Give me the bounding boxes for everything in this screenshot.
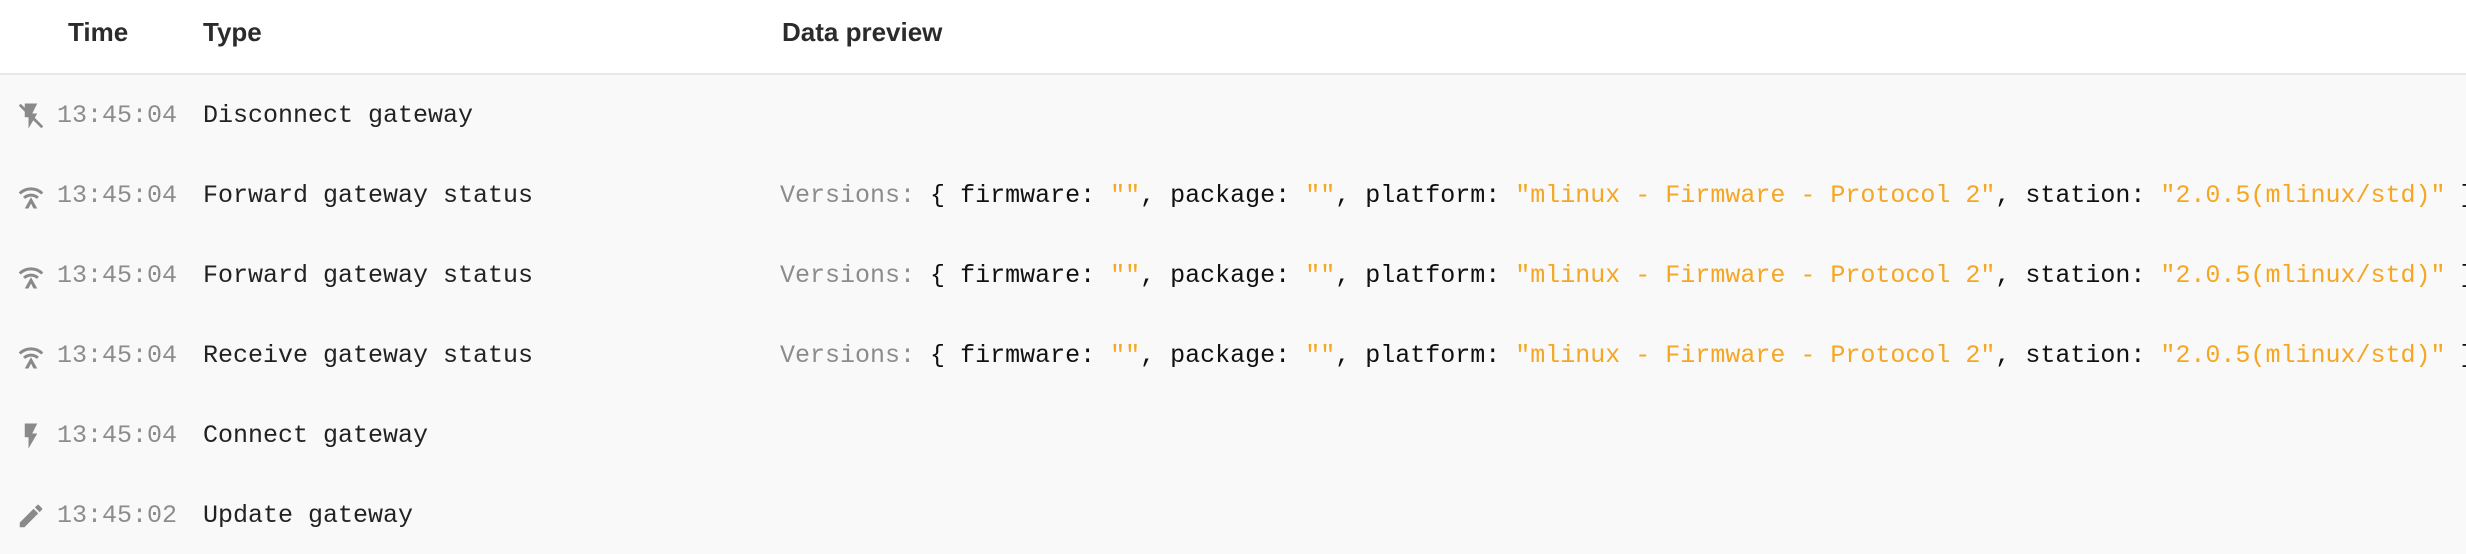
preview-open-brace: { [930,261,946,290]
event-type: Forward gateway status [203,261,534,290]
event-time: 13:45:04 [57,341,178,370]
preview-label: Versions: [780,341,916,370]
preview-close-brace: } [2460,341,2466,370]
column-header-type[interactable]: Type [203,17,262,47]
column-header-data-preview[interactable]: Data preview [782,17,943,47]
table-row[interactable]: 13:45:04 Forward gateway status Versions… [0,156,2466,236]
preview-value: "mlinux - Firmware - Protocol 2" [1515,261,1996,290]
preview-key: platform: [1365,261,1501,290]
data-preview: Versions: { firmware: "", package: "", p… [780,236,2466,316]
data-preview: Versions: { firmware: "", package: "", p… [780,316,2466,396]
preview-value: "2.0.5(mlinux/std)" [2160,341,2446,370]
event-type: Forward gateway status [203,181,534,210]
event-type: Disconnect gateway [203,101,474,130]
table-row[interactable]: 13:45:04 Connect gateway [0,396,2466,476]
preview-value: "" [1110,261,1141,290]
preview-key: firmware: [960,341,1096,370]
event-type: Receive gateway status [203,341,534,370]
event-time: 13:45:02 [57,501,178,530]
preview-value: "" [1305,341,1336,370]
preview-value: "" [1110,341,1141,370]
preview-value: "" [1305,261,1336,290]
preview-key: station: [2025,261,2146,290]
connect-bolt-icon [14,418,48,454]
preview-value: "2.0.5(mlinux/std)" [2160,261,2446,290]
preview-key: platform: [1365,341,1501,370]
preview-open-brace: { [930,341,946,370]
preview-key: platform: [1365,181,1501,210]
event-time: 13:45:04 [57,181,178,210]
preview-key: station: [2025,181,2146,210]
preview-value: "mlinux - Firmware - Protocol 2" [1515,341,1996,370]
table-header: Time Type Data preview [0,0,2466,75]
preview-key: package: [1170,341,1291,370]
preview-value: "2.0.5(mlinux/std)" [2160,181,2446,210]
preview-label: Versions: [780,181,916,210]
preview-key: firmware: [960,181,1096,210]
gateway-signal-icon [14,258,48,294]
event-time: 13:45:04 [57,101,178,130]
preview-key: firmware: [960,261,1096,290]
preview-close-brace: } [2460,261,2466,290]
preview-open-brace: { [930,181,946,210]
preview-value: "" [1110,181,1141,210]
pencil-edit-icon [14,498,48,534]
preview-key: package: [1170,261,1291,290]
gateway-signal-icon [14,338,48,374]
data-preview: Versions: { firmware: "", package: "", p… [780,156,2466,236]
preview-label: Versions: [780,261,916,290]
preview-value: "" [1305,181,1336,210]
table-row[interactable]: 13:45:02 Update gateway [0,476,2466,554]
gateway-signal-icon [14,178,48,214]
preview-key: station: [2025,341,2146,370]
event-time: 13:45:04 [57,421,178,450]
preview-value: "mlinux - Firmware - Protocol 2" [1515,181,1996,210]
disconnect-bolt-icon [14,98,48,134]
event-type: Update gateway [203,501,414,530]
event-time: 13:45:04 [57,261,178,290]
table-row[interactable]: 13:45:04 Disconnect gateway [0,76,2466,156]
column-header-time[interactable]: Time [68,17,129,47]
table-row[interactable]: 13:45:04 Forward gateway status Versions… [0,236,2466,316]
preview-key: package: [1170,181,1291,210]
event-type: Connect gateway [203,421,429,450]
table-row[interactable]: 13:45:04 Receive gateway status Versions… [0,316,2466,396]
preview-close-brace: } [2460,181,2466,210]
